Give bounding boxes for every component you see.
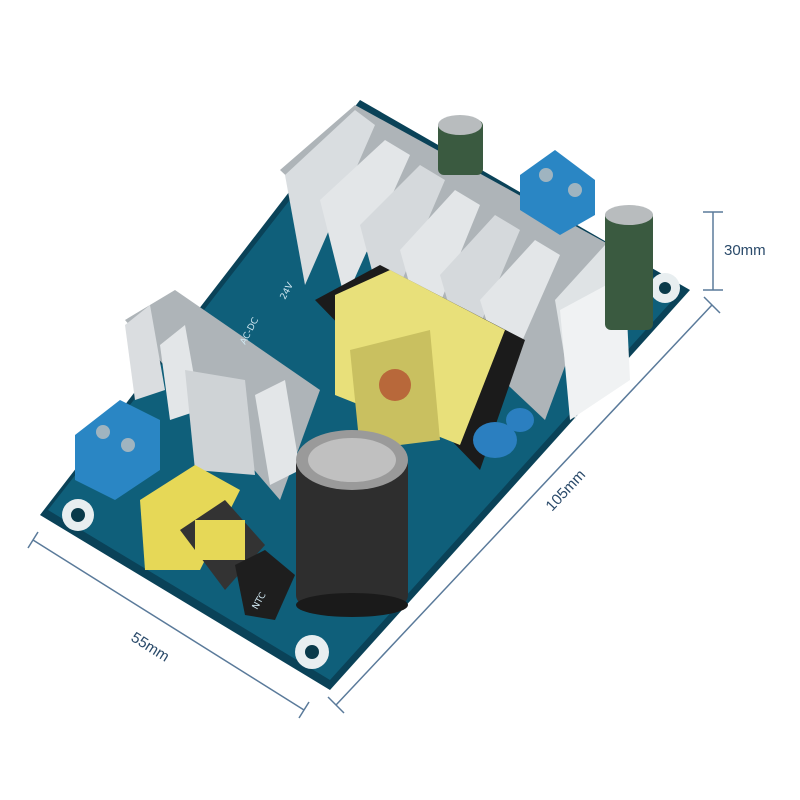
small-heatsink <box>125 290 320 500</box>
width-label: 55mm <box>128 629 172 666</box>
output-terminal-block <box>520 150 595 235</box>
height-dimension: 30mm <box>703 211 766 291</box>
length-label: 105mm <box>542 467 589 515</box>
ntc-thermistor <box>235 550 295 620</box>
y-capacitor <box>473 422 517 458</box>
x-capacitor <box>140 465 240 570</box>
small-capacitor <box>605 205 653 330</box>
transformer <box>315 265 525 470</box>
small-capacitor <box>438 115 483 175</box>
input-terminal-block <box>75 400 160 500</box>
copper-winding <box>379 369 411 401</box>
height-label: 30mm <box>724 242 766 259</box>
y-capacitor <box>506 408 534 432</box>
bulk-capacitor <box>296 430 408 617</box>
